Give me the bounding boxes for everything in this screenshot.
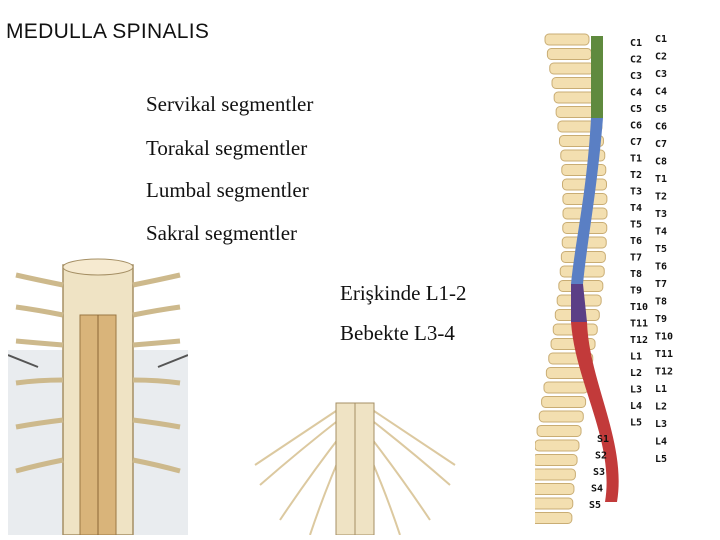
vertebra (546, 48, 592, 60)
vertebra (544, 33, 590, 46)
spinal-segment-label: T10 (630, 302, 648, 313)
vertebra-label: T12 (655, 367, 673, 378)
vertebra (535, 468, 576, 481)
vertebra-label: L3 (655, 419, 667, 430)
vertebra-label: T5 (655, 244, 667, 255)
vertebra (549, 62, 595, 75)
vertebra-label: C3 (655, 69, 667, 80)
vertebra-label: T6 (655, 262, 667, 273)
spinal-segment-label: C6 (630, 121, 642, 132)
spinal-segment-label: T3 (630, 187, 642, 198)
spinal-segment-label: L5 (630, 418, 642, 429)
note-adult: Erişkinde L1-2 (340, 281, 467, 305)
spinal-segment-label: C5 (630, 104, 642, 115)
vertebra-label: T7 (655, 279, 667, 290)
vertebra-label: T4 (655, 227, 667, 238)
vertebra (561, 164, 607, 176)
spinal-segment-label: S2 (595, 451, 607, 462)
vertebra-label: T10 (655, 332, 673, 343)
vertebra-label: T2 (655, 192, 667, 203)
vertebra (551, 77, 597, 89)
segment-lumbar: Lumbal segmentler (146, 178, 309, 202)
vertebra-label: C8 (655, 157, 667, 168)
vertebra-label: L4 (655, 437, 667, 448)
vertebra (535, 439, 580, 452)
vertebra-label: T8 (655, 297, 667, 308)
vertebra (543, 381, 589, 394)
spinal-segment-label: L3 (630, 385, 642, 396)
spinal-segment-label: T7 (630, 253, 642, 264)
vertebra-label: T1 (655, 174, 667, 185)
vertebra-label: T9 (655, 314, 667, 325)
vertebra (535, 512, 573, 524)
vertebra-label: L2 (655, 402, 667, 413)
vertebra (541, 396, 587, 408)
vertebra-label: C5 (655, 104, 667, 115)
vertebra (538, 410, 584, 423)
vertebra-label: C2 (655, 52, 667, 63)
vertebra-label: C1 (655, 34, 667, 45)
spinal-segment-label: T6 (630, 236, 642, 247)
segment-sacral: Sakral segmentler (146, 221, 298, 245)
spinal-segment-label: T2 (630, 170, 642, 181)
spinal-segment-label: T12 (630, 335, 648, 346)
spinal-segment-label: S5 (589, 500, 601, 511)
vertebra (535, 497, 574, 510)
spinal-segment-label: C3 (630, 71, 642, 82)
segment-cervical: Servikal segmentler (146, 92, 314, 116)
spinal-segment-label: S4 (591, 484, 603, 495)
spinal-segment-label: S3 (593, 467, 605, 478)
spinal-segment-label: L1 (630, 352, 642, 363)
slide-title: MEDULLA SPINALIS (6, 20, 210, 43)
vertebra-label: T11 (655, 349, 673, 360)
cauda-equina-illustration (254, 402, 456, 535)
vertebra-label: C6 (655, 122, 667, 133)
spinal-segment-label: S1 (597, 434, 609, 445)
spinal-segment-label: C1 (630, 38, 642, 49)
spinal-segment-label: C7 (630, 137, 642, 148)
segment-thoracic: Torakal segmentler (146, 136, 308, 160)
vertebra-label: L5 (655, 454, 667, 465)
vertebra-label: L1 (655, 384, 667, 395)
note-infant: Bebekte L3-4 (340, 321, 455, 345)
spinal-segment-label: T4 (630, 203, 642, 214)
spinal-cord-dura-illustration (8, 258, 188, 535)
spinal-segment-label: L2 (630, 368, 642, 379)
vertebra-label: C4 (655, 87, 667, 98)
spinal-segment-label: L4 (630, 401, 642, 412)
spinal-segment-label: T9 (630, 286, 642, 297)
spinal-segment-label: T11 (630, 319, 648, 330)
vertebral-column-illustration: C1C2C3C4C5C6C7T1T2T3T4T5T6T7T8T9T10T11T1… (535, 33, 673, 524)
vertebra (535, 454, 578, 466)
vertebra-label: C7 (655, 139, 667, 150)
spinal-segment-label: T8 (630, 269, 642, 280)
spinal-segment-label: C2 (630, 55, 642, 66)
vertebra-label: T3 (655, 209, 667, 220)
vertebra (536, 425, 582, 437)
vertebra (535, 483, 575, 495)
spinal-segment-label: T5 (630, 220, 642, 231)
spinal-segment-label: C4 (630, 88, 642, 99)
spinal-segment-label: T1 (630, 154, 642, 165)
